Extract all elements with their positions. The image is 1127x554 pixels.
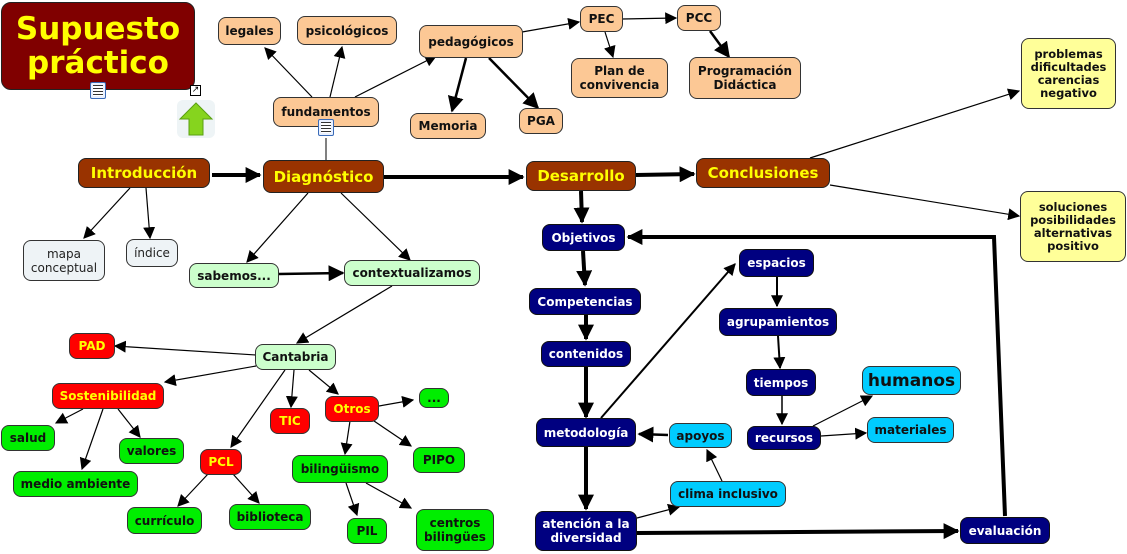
link-atencion-evaluacion: [636, 523, 960, 540]
node-sostenibilidad[interactable]: Sostenibilidad: [52, 383, 164, 409]
node-centros-bilingues[interactable]: centros bilingües: [416, 509, 494, 551]
node-competencias[interactable]: Competencias: [529, 288, 641, 315]
link-fundamentos-pedagogicos: [354, 55, 438, 98]
link-agrupamientos-tiempos: [773, 335, 786, 370]
node-pga[interactable]: PGA: [519, 108, 563, 134]
link-pec-pcc: [621, 12, 678, 25]
link-cantabria-sostenibilidad: [163, 365, 257, 387]
node-problemas[interactable]: problemas dificultades carencias negativ…: [1021, 38, 1116, 109]
link-conclusiones-soluciones: [829, 184, 1021, 221]
node-diagnostico[interactable]: Diagnóstico: [263, 160, 384, 193]
node-pedagogicos[interactable]: pedagógicos: [419, 25, 523, 58]
node-soluciones[interactable]: soluciones posibilidades alternativas po…: [1020, 191, 1126, 262]
link-conclusiones-problemas: [809, 88, 1021, 159]
link-apoyos-metodologia: [637, 426, 669, 443]
node-psicologicos[interactable]: psicológicos: [297, 16, 397, 45]
link-introduccion-mapa: [83, 187, 131, 239]
node-objetivos[interactable]: Objetivos: [542, 224, 625, 251]
node-programacion-didactica[interactable]: Programación Didáctica: [689, 57, 801, 99]
link-sostenibilidad-valores: [117, 408, 141, 438]
node-recursos[interactable]: recursos: [747, 426, 821, 450]
document-image-icon[interactable]: [90, 82, 106, 99]
node-contenidos[interactable]: contenidos: [541, 341, 631, 367]
node-humanos[interactable]: humanos: [862, 366, 961, 395]
node-pcl[interactable]: PCL: [200, 449, 242, 475]
node-cantabria[interactable]: Cantabria: [255, 344, 336, 370]
node-introduccion[interactable]: Introducción: [78, 158, 210, 188]
node-materiales[interactable]: materiales: [867, 417, 954, 443]
link-introduccion-indice: [143, 187, 156, 240]
link-otros-bilinguismo: [340, 420, 353, 456]
node-apoyos[interactable]: apoyos: [669, 423, 732, 448]
node-memoria[interactable]: Memoria: [410, 113, 486, 139]
node-atencion-diversidad[interactable]: atención a la diversidad: [535, 511, 637, 551]
map-title[interactable]: Supuesto práctico: [1, 2, 195, 90]
link-desarrollo-conclusiones: [635, 166, 696, 183]
link-sabemos-contextualizamos: [278, 265, 345, 282]
link-recursos-materiales: [820, 427, 868, 440]
link-pec-plan: [603, 31, 616, 59]
link-cantabria-pad: [113, 340, 257, 356]
link-otros-pipo: [373, 420, 412, 447]
link-otros-puntos: [378, 395, 415, 408]
node-sabemos[interactable]: sabemos...: [189, 263, 279, 288]
link-cantabria-otros: [308, 369, 339, 395]
link-fundamentos-psicologicos: [329, 45, 346, 98]
green-up-arrow-icon[interactable]: [177, 100, 215, 138]
node-tic[interactable]: TIC: [270, 408, 310, 434]
link-bilinguismo-centros: [365, 482, 413, 509]
link-pedagogicos-memoria: [447, 57, 468, 113]
node-pad[interactable]: PAD: [69, 333, 115, 359]
link-pcc-programacion: [708, 30, 731, 59]
node-puntos[interactable]: ...: [419, 388, 449, 408]
node-tiempos[interactable]: tiempos: [746, 369, 816, 396]
node-desarrollo[interactable]: Desarrollo: [526, 161, 636, 191]
link-objetivos-competencias: [576, 250, 593, 287]
node-clima-inclusivo[interactable]: clima inclusivo: [670, 481, 786, 507]
link-pcl-curriculo: [177, 473, 209, 507]
node-espacios[interactable]: espacios: [739, 249, 814, 277]
node-salud[interactable]: salud: [1, 425, 55, 451]
node-valores[interactable]: valores: [119, 438, 184, 464]
node-pcc[interactable]: PCC: [677, 5, 721, 31]
node-otros[interactable]: Otros: [325, 396, 379, 422]
link-sostenibilidad-salud: [54, 408, 84, 424]
link-desarrollo-objetivos: [573, 190, 590, 224]
link-recursos-humanos: [812, 395, 874, 427]
node-medio-ambiente[interactable]: medio ambiente: [13, 471, 138, 497]
link-cantabria-tic: [285, 369, 298, 409]
link-contextualizamos-cantabria: [295, 285, 393, 344]
node-pipo[interactable]: PIPO: [413, 447, 465, 473]
link-pcl-biblioteca: [232, 473, 260, 504]
link-clima-apoyos: [706, 448, 723, 482]
node-agrupamientos[interactable]: agrupamientos: [719, 308, 837, 336]
node-indice[interactable]: índice: [126, 239, 178, 267]
link-bilinguismo-pil: [345, 482, 360, 517]
node-pec[interactable]: PEC: [580, 6, 623, 32]
node-biblioteca[interactable]: biblioteca: [229, 504, 311, 530]
node-pil[interactable]: PIL: [347, 518, 387, 544]
shortcut-arrow-icon[interactable]: ↗: [190, 85, 201, 96]
node-bilinguismo[interactable]: bilingüismo: [292, 455, 388, 483]
link-fundamentos-legales: [264, 47, 313, 98]
link-sostenibilidad-medioambiente: [79, 408, 104, 471]
link-pedagogicos-pga: [488, 57, 540, 110]
link-diagnostico-sabemos: [246, 192, 309, 263]
document-image-icon[interactable]: [318, 119, 334, 136]
node-plan-convivencia[interactable]: Plan de convivencia: [571, 58, 668, 98]
node-mapa-conceptual[interactable]: mapa conceptual: [23, 240, 105, 281]
node-metodologia[interactable]: metodología: [536, 418, 636, 447]
link-atencion-clima: [636, 503, 681, 519]
node-curriculo[interactable]: currículo: [127, 507, 202, 534]
link-diagnostico-contextualizamos: [340, 192, 411, 261]
node-conclusiones[interactable]: Conclusiones: [696, 158, 830, 188]
node-evaluacion[interactable]: evaluación: [960, 517, 1050, 544]
node-contextualizamos[interactable]: contextualizamos: [344, 260, 480, 286]
link-pedagogicos-pec: [521, 17, 581, 33]
node-legales[interactable]: legales: [218, 17, 281, 45]
